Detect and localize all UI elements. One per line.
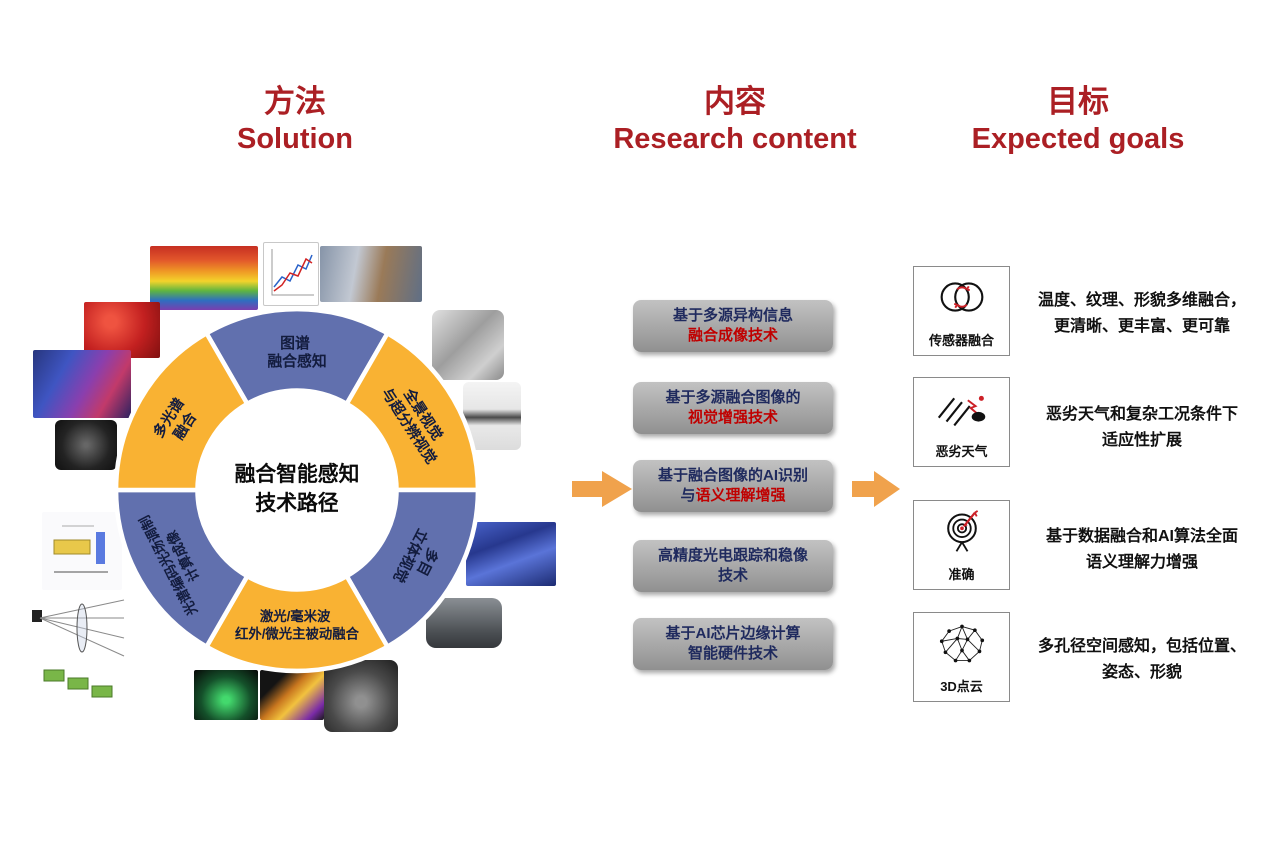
wheel-label-line2: 融合感知 bbox=[267, 352, 326, 370]
research-box-tracking-stabilization: 高精度光电跟踪和稳像 技术 bbox=[633, 540, 833, 592]
research-box-line1: 基于多源融合图像的 bbox=[665, 388, 801, 406]
thumbnail-optical-bench-setup bbox=[42, 512, 122, 590]
svg-text:激光/毫米波 红外/微光主被动融合: 激光/毫米波 红外/微光主被动融合 bbox=[235, 608, 360, 641]
research-box-line2: 技术 bbox=[718, 566, 748, 586]
goal-text-line1: 恶劣天气和复杂工况条件下 bbox=[1045, 406, 1238, 423]
goal-text-sensor-fusion: 温度、纹理、形貌多维融合， 更清晰、更丰富、更可靠 bbox=[1022, 288, 1262, 339]
thumbnail-multi-camera-cube-device bbox=[432, 310, 504, 380]
thumbnail-hyperspectral-image bbox=[33, 350, 131, 418]
research-box-line2-red: 融合成像技术 bbox=[687, 327, 778, 344]
expected-goals-header-en: Expected goals bbox=[971, 123, 1185, 155]
flow-arrow-right bbox=[852, 471, 900, 507]
goal-box-point-cloud: 3D点云 bbox=[913, 612, 1010, 702]
wheel-label-line1: 激光/毫米波 bbox=[260, 608, 331, 624]
goal-text-line1: 多孔径空间感知，包括位置、 bbox=[1037, 638, 1246, 655]
goal-text-line2: 适应性扩展 bbox=[1101, 431, 1182, 449]
point-cloud-icon bbox=[939, 624, 984, 663]
research-content-header-zh: 内容 bbox=[704, 84, 766, 119]
goal-box-label: 准确 bbox=[948, 567, 975, 582]
goal-box-sensor-fusion: 传感器融合 bbox=[913, 266, 1010, 356]
research-box-line2: 智能硬件技术 bbox=[688, 644, 778, 664]
thumbnail-blue-boxes-depth-image bbox=[466, 522, 556, 586]
goal-box-label: 恶劣天气 bbox=[935, 444, 988, 459]
research-box-line1: 基于AI芯片边缘计算 bbox=[665, 624, 801, 642]
research-box-ai-recognition: 基于融合图像的AI识别 与语义理解增强 bbox=[633, 460, 833, 512]
expected-goals-header-zh: 目标 bbox=[1047, 84, 1109, 119]
research-box-line2: 融合成像技术 bbox=[688, 326, 778, 346]
research-box-edge-computing-hardware: 基于AI芯片边缘计算 智能硬件技术 bbox=[633, 618, 833, 670]
goal-text-line2: 更清晰、更丰富、更可靠 bbox=[1053, 317, 1230, 335]
thumbnail-spectrum-chart bbox=[263, 242, 319, 306]
wheel-label-line2: 红外/微光主被动融合 bbox=[235, 625, 360, 641]
thumbnail-strawberries-image bbox=[84, 302, 160, 358]
optical-bench-drawing bbox=[53, 525, 108, 573]
sensor-fusion-icon bbox=[940, 282, 983, 312]
wheel-label-map-fusion: 图谱 融合感知 bbox=[267, 334, 326, 370]
wheel-label-laser-fusion: 激光/毫米波 红外/微光主被动融合 bbox=[235, 608, 360, 641]
wheel-center-title-line2: 技术路径 bbox=[255, 491, 338, 515]
thumbnail-thermal-image bbox=[260, 670, 324, 720]
solution-header-en: Solution bbox=[237, 123, 353, 155]
spectrum-chart-plot bbox=[271, 249, 314, 296]
research-box-line2: 视觉增强技术 bbox=[688, 408, 778, 428]
research-box-line2-dark: 智能硬件技术 bbox=[687, 645, 778, 662]
goal-box-label: 3D点云 bbox=[940, 679, 983, 694]
goal-text-line1: 温度、纹理、形貌多维融合， bbox=[1037, 292, 1246, 309]
wheel-segment-multispectral bbox=[113, 330, 251, 493]
thumbnail-stereo-camera bbox=[426, 598, 502, 648]
solution-header-zh: 方法 bbox=[264, 84, 326, 119]
goal-box-label: 传感器融合 bbox=[928, 333, 994, 348]
goal-text-accuracy: 基于数据融合和AI算法全面 语义理解力增强 bbox=[1022, 524, 1262, 575]
research-content-header: 内容 Research content bbox=[585, 84, 885, 156]
wheel-label-line1: 图谱 bbox=[280, 334, 310, 352]
research-box-line2-red: 语义理解增强 bbox=[695, 487, 786, 504]
svg-text:图谱 融合感知: 图谱 融合感知 bbox=[267, 334, 326, 370]
research-box-visual-enhancement: 基于多源融合图像的 视觉增强技术 bbox=[633, 382, 833, 434]
wheel-center-title-line1: 融合智能感知 bbox=[235, 462, 360, 486]
goal-box-accuracy: 准确 bbox=[913, 500, 1010, 590]
goal-text-point-cloud: 多孔径空间感知，包括位置、 姿态、形貌 bbox=[1022, 634, 1262, 685]
thumbnail-optical-path-diagram bbox=[28, 592, 134, 704]
solution-header: 方法 Solution bbox=[165, 84, 425, 156]
research-content-header-en: Research content bbox=[613, 123, 857, 155]
research-box-fusion-imaging: 基于多源异构信息 融合成像技术 bbox=[633, 300, 833, 352]
research-box-line2: 与语义理解增强 bbox=[680, 486, 785, 506]
research-box-line2-dark: 与 bbox=[680, 487, 696, 504]
thumbnail-gimbal-camera bbox=[324, 660, 398, 732]
research-box-line2-red: 视觉增强技术 bbox=[687, 409, 778, 426]
goal-box-bad-weather: 恶劣天气 bbox=[913, 377, 1010, 467]
bad-weather-icon bbox=[937, 395, 985, 427]
optical-path-drawing bbox=[32, 599, 125, 698]
goal-text-bad-weather: 恶劣天气和复杂工况条件下 适应性扩展 bbox=[1022, 402, 1262, 453]
goal-text-line2: 姿态、形貌 bbox=[1101, 663, 1182, 681]
thumbnail-camera-lens-module bbox=[55, 420, 117, 470]
research-box-line2-dark: 技术 bbox=[717, 567, 748, 584]
research-box-line1: 基于多源异构信息 bbox=[672, 306, 793, 324]
goal-text-line1: 基于数据融合和AI算法全面 bbox=[1045, 528, 1238, 545]
flow-arrow-left bbox=[572, 471, 632, 507]
research-box-line1: 基于融合图像的AI识别 bbox=[657, 466, 808, 484]
thumbnail-industrial-pipes-photo bbox=[320, 246, 422, 302]
accuracy-target-icon bbox=[946, 510, 978, 552]
expected-goals-header: 目标 Expected goals bbox=[928, 84, 1228, 156]
goal-text-line2: 语义理解力增强 bbox=[1085, 553, 1198, 571]
technology-wheel: 图谱 融合感知 全景视觉 与超分辨视觉 多目 立体视觉 激光/毫米波 红外/微光… bbox=[113, 306, 481, 674]
thumbnail-night-vision-image bbox=[194, 670, 258, 720]
research-box-line1: 高精度光电跟踪和稳像 bbox=[657, 546, 808, 564]
thumbnail-spectral-cube-image bbox=[150, 246, 258, 310]
